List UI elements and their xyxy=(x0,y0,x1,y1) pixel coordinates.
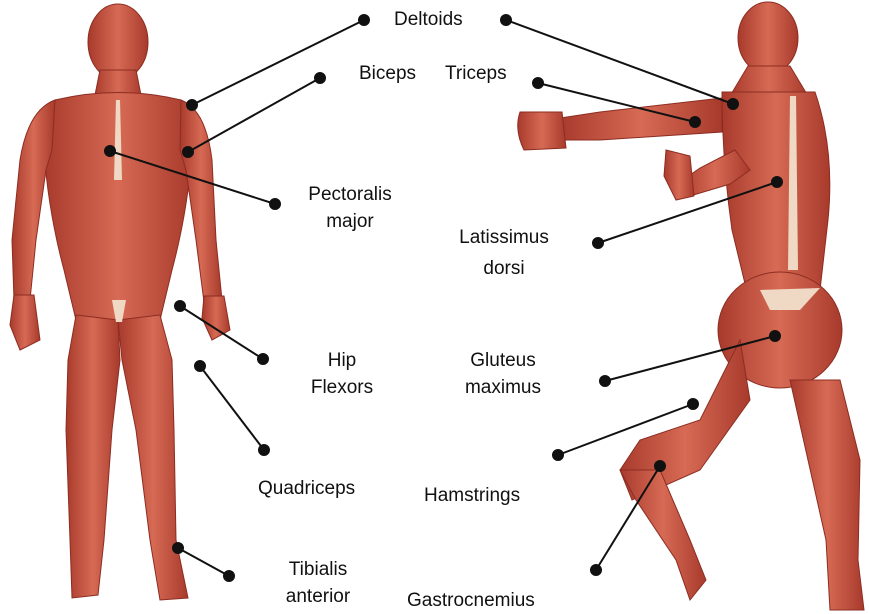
label-quadriceps: Quadriceps xyxy=(258,475,355,502)
label-pectoralis-major: Pectoralis major xyxy=(301,181,399,235)
label-gastrocnemius: Gastrocnemius xyxy=(407,587,535,614)
label-tibialis-line2: anterior xyxy=(270,583,366,610)
back-extended-hand xyxy=(518,112,566,150)
front-left-leg xyxy=(118,315,188,600)
tibialis-target-dot xyxy=(173,543,183,553)
hip-flexors-dot xyxy=(258,354,268,364)
hip-flexors-target-dot xyxy=(175,301,185,311)
triceps-dot xyxy=(533,78,543,88)
label-hamstrings: Hamstrings xyxy=(424,482,520,509)
gluteus-target-dot xyxy=(770,331,780,341)
front-head xyxy=(88,4,148,80)
deltoids-front-dot xyxy=(359,15,369,25)
gluteus-dot xyxy=(600,376,610,386)
label-gluteus-maximus: Gluteus maximus xyxy=(455,347,551,401)
front-right-leg xyxy=(66,315,120,598)
pectoralis-target-dot xyxy=(105,146,115,156)
hamstrings-dot xyxy=(553,450,563,460)
label-latissimus-line1: Latissimus xyxy=(452,224,556,251)
front-body-muscle-figure xyxy=(10,4,230,600)
hamstrings-target-dot xyxy=(688,399,698,409)
tibialis-dot xyxy=(224,571,234,581)
front-left-hand xyxy=(202,296,230,340)
label-pectoralis-line2: major xyxy=(301,208,399,235)
deltoids-back-target-dot xyxy=(728,99,738,109)
deltoids-front-pointer xyxy=(192,20,364,105)
label-deltoids: Deltoids xyxy=(394,6,463,33)
biceps-dot xyxy=(315,73,325,83)
label-latissimus-line2: dorsi xyxy=(452,255,556,282)
label-pectoralis-line1: Pectoralis xyxy=(301,181,399,208)
latissimus-target-dot xyxy=(772,177,782,187)
front-right-hand xyxy=(10,295,40,350)
biceps-pointer xyxy=(188,78,320,152)
label-tibialis-anterior: Tibialis anterior xyxy=(270,556,366,610)
quadriceps-dot xyxy=(259,445,269,455)
deltoids-front-target-dot xyxy=(187,100,197,110)
pectoralis-dot xyxy=(270,199,280,209)
label-biceps: Biceps xyxy=(359,60,416,87)
triceps-target-dot xyxy=(690,117,700,127)
back-standing-leg xyxy=(790,380,864,610)
latissimus-dot xyxy=(593,238,603,248)
label-triceps: Triceps xyxy=(445,60,507,87)
biceps-target-dot xyxy=(183,147,193,157)
deltoids-back-pointer xyxy=(506,20,733,104)
label-latissimus-dorsi: Latissimus dorsi xyxy=(452,224,556,282)
front-right-arm xyxy=(12,100,55,300)
tibialis-pointer xyxy=(178,548,229,576)
back-body-muscle-figure xyxy=(518,2,864,610)
gastrocnemius-dot xyxy=(591,565,601,575)
label-hip-line1: Hip xyxy=(300,347,384,374)
deltoids-back-dot xyxy=(501,15,511,25)
gastrocnemius-target-dot xyxy=(655,461,665,471)
back-bent-hand xyxy=(664,150,694,200)
label-gluteus-line1: Gluteus xyxy=(455,347,551,374)
back-rear-calf xyxy=(620,470,706,600)
quadriceps-pointer xyxy=(200,366,264,450)
quadriceps-target-dot xyxy=(195,361,205,371)
label-gluteus-line2: maximus xyxy=(455,374,551,401)
label-tibialis-line1: Tibialis xyxy=(270,556,366,583)
back-torso xyxy=(722,92,830,296)
label-hip-line2: Flexors xyxy=(300,374,384,401)
back-head xyxy=(738,2,798,74)
label-hip-flexors: Hip Flexors xyxy=(300,347,384,401)
